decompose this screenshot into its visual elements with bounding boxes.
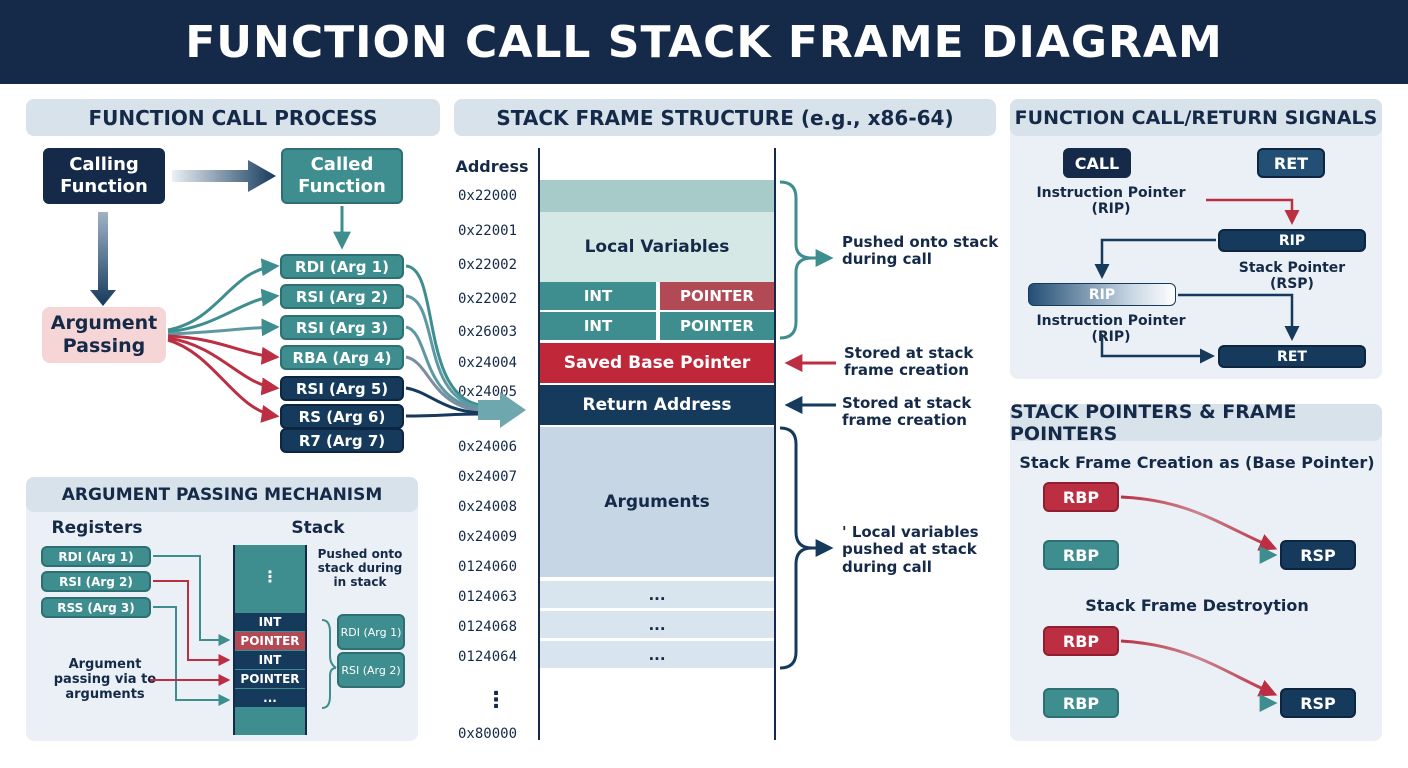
note-pushed-during-call: Pushed onto stack during call [842,233,999,269]
mech-arg-note: Argument passing via to arguments [53,657,157,702]
local-variables-cell: Local Variables [540,212,774,282]
mech-cell-pointer-1: POINTER [235,632,305,650]
signal-rip-box-1: RIP [1218,229,1366,252]
page-title: FUNCTION CALL STACK FRAME DIAGRAM [0,0,1408,84]
address-5: 0x24004 [458,355,518,371]
address-3: 0x22002 [458,291,518,307]
address-0: 0x22000 [458,188,518,204]
address-10: 0x24009 [458,529,518,545]
reg-rsi-arg3: RSI (Arg 3) [280,315,404,340]
address-8: 0x24007 [458,469,518,485]
note-return-address: Stored at stack frame creation [842,394,972,430]
mech-cell-ellipsis: ... [235,689,305,707]
creation-label: Stack Frame Creation as (Base Pointer) [1019,453,1375,472]
mech-reg-rss: RSS (Arg 3) [41,597,151,618]
reg-rba-arg4: RBA (Arg 4) [280,345,404,370]
registers-label: Registers [51,518,143,538]
signals-header: FUNCTION CALL/RETURN SIGNALS [1010,99,1382,136]
address-11: 0124060 [458,559,518,575]
address-13: 0124068 [458,619,518,635]
address-4: 0x26003 [458,324,518,340]
mechanism-header: ARGUMENT PASSING MECHANISM [26,477,418,512]
stack-int-1: INT [540,282,656,310]
reg-rdi-arg1: RDI (Arg 1) [280,254,404,279]
address-7: 0x24006 [458,439,518,455]
called-function-box: Called Function [281,148,403,204]
reg-r7-arg7: R7 (Arg 7) [280,428,404,453]
rbp-box-creation-red: RBP [1043,482,1119,512]
rsp-box-destroy: RSP [1280,688,1356,718]
reg-rsi-arg2: RSI (Arg 2) [280,284,404,309]
stack-int-2: INT [540,312,656,340]
stack-ellipsis-1: ... [540,581,774,608]
mech-cell-int-1: INT [235,613,305,631]
rsp-box-creation: RSP [1280,540,1356,570]
ret-signal-box: RET [1257,148,1325,178]
rbp-box-destroy-red: RBP [1043,626,1119,656]
mech-cell-int-2: INT [235,651,305,669]
mech-stack-note: Pushed onto stack during in stack [317,547,403,589]
call-signal-box: CALL [1063,148,1131,178]
pointers-header: STACK POINTERS & FRAME POINTERS [1010,401,1382,445]
arguments-cell: Arguments [540,427,774,577]
mech-reg-rdi: RDI (Arg 1) [41,546,151,567]
address-12: 0124063 [458,589,518,605]
address-2: 0x22002 [458,257,518,273]
note-local-variables: ' Local variables pushed at stack during… [842,523,979,576]
mech-reg-rsi: RSI (Arg 2) [41,571,151,592]
address-1: 0x22001 [458,223,518,239]
rbp-box-creation-teal: RBP [1043,540,1119,570]
address-vdots: ⋮ [485,688,507,713]
stack-ellipsis-3: ... [540,641,774,668]
address-label: Address [455,157,529,176]
address-16: 0x80000 [458,726,518,742]
signal-ip-label-1: Instruction Pointer (RIP) [1036,185,1186,218]
stack-ellipsis-2: ... [540,611,774,638]
saved-base-pointer-cell: Saved Base Pointer [540,343,774,383]
signal-rip-box-2: RIP [1028,283,1176,306]
signal-sp-label: Stack Pointer (RSP) [1238,260,1346,293]
rbp-box-destroy-teal: RBP [1043,688,1119,718]
stack-label: Stack [291,518,345,538]
address-9: 0x24008 [458,499,518,515]
stack-top-slot [540,180,774,212]
mech-stack-dots: ⋮ [262,567,278,586]
process-header: FUNCTION CALL PROCESS [26,99,440,136]
stack-header: STACK FRAME STRUCTURE (e.g., x86-64) [454,99,996,136]
mech-side-rsi: RSI (Arg 2) [337,652,405,688]
mech-cell-pointer-2: POINTER [235,670,305,688]
stack-pointer-2: POINTER [660,312,774,340]
address-14: 0124064 [458,649,518,665]
mech-side-rdi: RDI (Arg 1) [337,614,405,650]
signal-ret-box-2: RET [1218,345,1366,368]
reg-rsi-arg5: RSI (Arg 5) [280,376,404,401]
pointers-panel [1010,404,1382,741]
return-address-cell: Return Address [540,385,774,425]
calling-function-box: Calling Function [43,148,165,204]
note-saved-bp: Stored at stack frame creation [844,344,974,380]
destruction-label: Stack Frame Destroytion [1085,596,1309,615]
argument-passing-box: Argument Passing [42,307,166,363]
stack-pointer-1: POINTER [660,282,774,310]
